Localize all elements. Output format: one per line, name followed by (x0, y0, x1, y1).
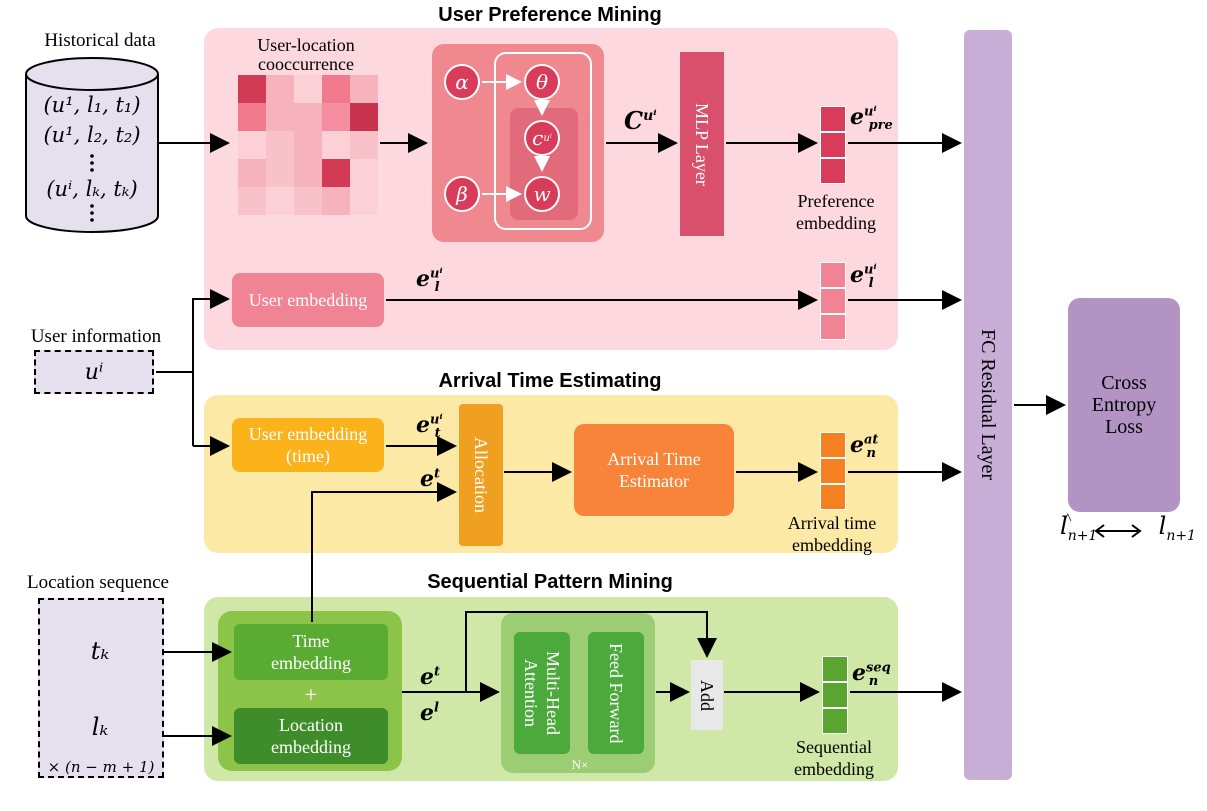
e-pre-label: euⁱpre (850, 104, 893, 134)
e-seq-label: eseqn (852, 660, 891, 690)
heatmap-cell (294, 159, 322, 187)
add-box: Add (691, 660, 723, 730)
plus-sign: + (304, 682, 318, 707)
user-embedding-time-box: User embedding (time) (232, 418, 384, 472)
loss-compare: ln+1 ln+1 (1060, 512, 1196, 544)
heatmap-cell (350, 187, 378, 215)
user-preference-title: User Preference Mining (438, 4, 662, 26)
heatmap-cell (322, 103, 350, 131)
heatmap-cell (238, 75, 266, 103)
e-t-arrival-label: et (420, 466, 441, 492)
cross-entropy-loss: Cross Entropy Loss (1068, 298, 1180, 512)
cooccurrence-label: User-location cooccurrence (257, 35, 355, 74)
heatmap-cell (238, 159, 266, 187)
c-u-label: Cuⁱ (624, 106, 657, 135)
heatmap-cell (322, 187, 350, 215)
mlp-layer: MLP Layer (680, 52, 724, 236)
location-repeat-label: × (n − m + 1) (47, 758, 155, 776)
heatmap-cell (350, 131, 378, 159)
fc-residual-layer: FC Residual Layer (964, 30, 1012, 780)
user-symbol: uⁱ (84, 359, 104, 385)
e-l-vector-label: euⁱl (850, 262, 877, 292)
heatmap-cell (294, 187, 322, 215)
plate-outer (494, 52, 592, 230)
heatmap-cell (294, 103, 322, 131)
historical-data-label: Historical data (44, 30, 156, 51)
e-t-seq-label: et (420, 664, 441, 690)
heatmap-cell (266, 159, 294, 187)
user-embedding-vector (820, 262, 846, 340)
arrival-time-title: Arrival Time Estimating (438, 370, 662, 392)
historical-row-2: (u¹, l₂, t₂) (43, 123, 141, 147)
sequential-embedding-vector (822, 656, 848, 734)
heatmap-cell (322, 159, 350, 187)
cooccurrence-heatmap (238, 75, 378, 215)
heatmap-cell (322, 75, 350, 103)
location-sequence-box (38, 598, 164, 778)
multi-head-attention: Multi-Head Attention (514, 632, 570, 754)
heatmap-cell (266, 131, 294, 159)
location-embedding-box: Location embedding (234, 708, 388, 764)
beta-node: β (444, 176, 480, 212)
graphical-model-edges (482, 74, 550, 202)
heatmap-cell (350, 103, 378, 131)
location-sequence-label: Location sequence (27, 572, 169, 593)
theta-node: θ (524, 64, 560, 100)
heatmap-cell (350, 75, 378, 103)
heatmap-cell (294, 131, 322, 159)
sequential-embedding-label: Sequential embedding (794, 737, 874, 779)
historical-data-cylinder (25, 57, 159, 233)
heatmap-cell (266, 103, 294, 131)
user-information-label: User information (30, 326, 162, 347)
heatmap-cell (350, 159, 378, 187)
e-l-seq-label: el (420, 700, 439, 726)
e-t-user-label: euⁱt (416, 412, 443, 442)
preference-embedding-vector (820, 106, 846, 184)
e-l-user-label: euⁱl (416, 266, 443, 296)
heatmap-cell (238, 103, 266, 131)
allocation-box: Allocation (459, 404, 503, 546)
w-node: w (524, 176, 560, 212)
sequential-pattern-title: Sequential Pattern Mining (427, 571, 673, 593)
n-times-label: N× (571, 757, 589, 772)
time-embedding-box: Time embedding (234, 624, 388, 680)
user-embedding-box: User embedding (232, 273, 384, 327)
heatmap-cell (238, 131, 266, 159)
heatmap-cell (266, 187, 294, 215)
heatmap-cell (266, 75, 294, 103)
historical-row-3: (uⁱ, lₖ, tₖ) (46, 177, 138, 201)
preference-embedding-label: Preference embedding (796, 191, 876, 233)
feed-forward: Feed Forward (588, 632, 644, 754)
location-t-symbol: tₖ (90, 637, 110, 665)
arrival-time-estimator: Arrival Time Estimator (574, 424, 734, 516)
user-information-box: uⁱ (34, 350, 154, 394)
arrival-embedding-label: Arrival time embedding (787, 513, 877, 555)
heatmap-cell (294, 75, 322, 103)
location-l-symbol: lₖ (91, 713, 109, 741)
heatmap-cell (322, 131, 350, 159)
hat-mark: ^ (1064, 511, 1072, 528)
e-at-label: eatn (850, 432, 879, 462)
historical-row-1: (u¹, l₁, t₁) (43, 93, 141, 117)
arrival-embedding-vector (820, 432, 846, 510)
alpha-node: α (444, 64, 480, 100)
heatmap-cell (238, 187, 266, 215)
